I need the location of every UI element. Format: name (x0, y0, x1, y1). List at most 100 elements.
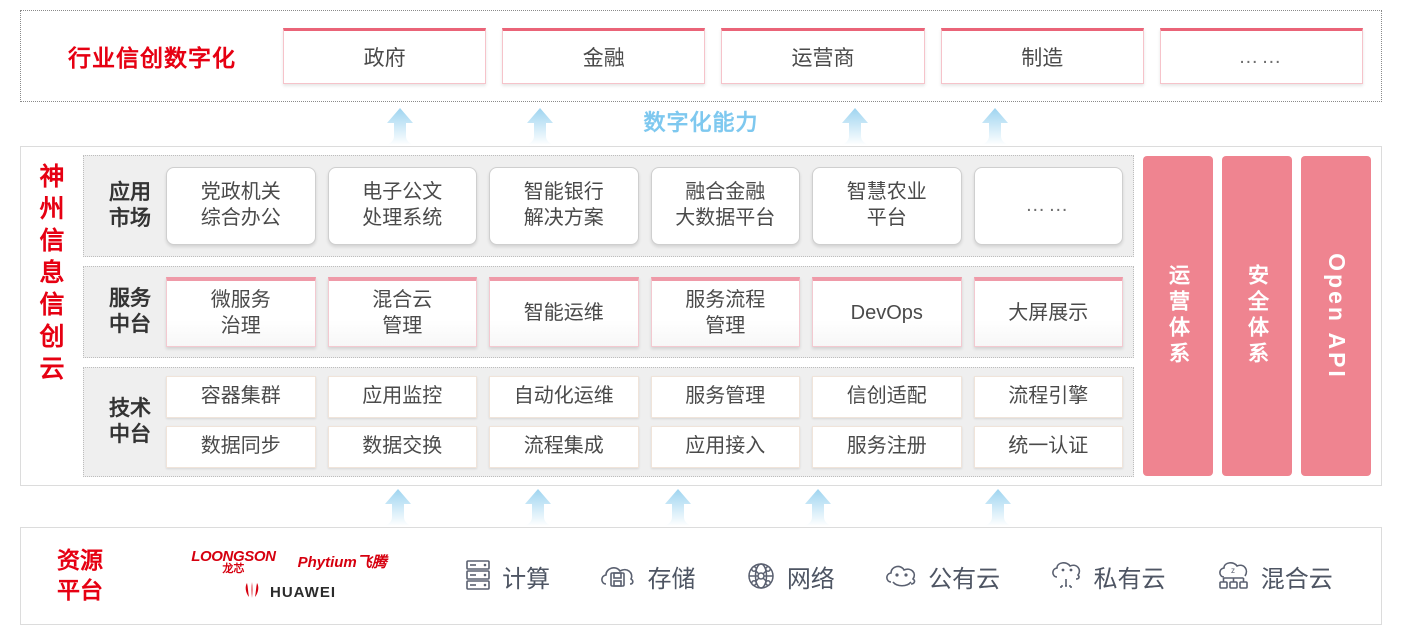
card-line-1: 融合金融 (675, 180, 775, 206)
card-line-2: 综合办公 (201, 206, 281, 232)
arrow-bottom-1 (518, 487, 558, 527)
resource-item-label: 网络 (787, 559, 835, 594)
vendor-logo-row-1: LOONGSON 龙芯 Phytium飞腾 (191, 549, 387, 575)
app-card-more[interactable]: …… (974, 167, 1124, 245)
band-label-line-1: 应用 (94, 180, 166, 206)
resource-item-label: 存储 (647, 559, 695, 594)
tech-card-app-monitoring[interactable]: 应用监控 (328, 376, 478, 418)
tech-card-row-2: 数据同步 数据交换 流程集成 应用接入 服务注册 统一认证 (166, 426, 1123, 468)
platform-title-char-4: 信 (39, 289, 64, 321)
industry-card-more[interactable]: …… (1160, 28, 1363, 84)
resource-item-list: 计算 存储 (439, 559, 1381, 594)
platform-title-char-2: 信 (39, 225, 64, 257)
industry-card-operator[interactable]: 运营商 (721, 28, 924, 84)
up-arrow-bottom-0 (378, 487, 418, 527)
pillar-operations-system[interactable]: 运营体系 (1143, 156, 1213, 476)
app-card-govt-office[interactable]: 党政机关综合办公 (166, 167, 316, 245)
pillar-label: 运营体系 (1166, 264, 1189, 368)
up-arrow-bottom-1 (518, 487, 558, 527)
tech-card-process-integration[interactable]: 流程集成 (489, 426, 639, 468)
resource-item-private-cloud[interactable]: 私有云 (1048, 559, 1165, 594)
resource-item-storage[interactable]: 存储 (598, 559, 695, 594)
app-market-card-list: 党政机关综合办公 电子公文处理系统 智能银行解决方案 融合金融大数据平台 智慧农 (166, 167, 1123, 245)
arrow-bottom-3 (798, 487, 838, 527)
card-line-1: 智能银行 (524, 180, 604, 206)
huawei-logo-text: HUAWEI (270, 584, 336, 601)
service-card-bigscreen-display[interactable]: 大屏展示 (974, 277, 1124, 347)
resource-platform: 资源 平台 LOONGSON 龙芯 Phytium飞腾 (20, 527, 1382, 625)
resource-item-compute[interactable]: 计算 (463, 559, 550, 594)
industry-card-list: 政府 金融 运营商 制造 …… (283, 28, 1381, 84)
industry-card-finance[interactable]: 金融 (502, 28, 705, 84)
service-card-intelligent-ops[interactable]: 智能运维 (489, 277, 639, 347)
hybrid-cloud-icon: z (1214, 560, 1252, 592)
resource-item-public-cloud[interactable]: 公有云 (883, 559, 1000, 594)
platform-bands: 应用 市场 党政机关综合办公 电子公文处理系统 智能银行解决方案 (83, 155, 1134, 477)
card-line-2: 解决方案 (524, 206, 604, 232)
tech-card-container-cluster[interactable]: 容器集群 (166, 376, 316, 418)
service-card-hybrid-cloud-mgmt[interactable]: 混合云管理 (328, 277, 478, 347)
tech-card-app-access[interactable]: 应用接入 (651, 426, 801, 468)
band-label-service-platform: 服务 中台 (94, 286, 166, 339)
service-card-microservice-governance[interactable]: 微服务治理 (166, 277, 316, 347)
card-line-1: 智慧农业 (847, 180, 927, 206)
network-icon (744, 560, 778, 592)
platform-title-char-5: 创 (39, 321, 64, 353)
band-tech-platform: 技术 中台 容器集群 应用监控 自动化运维 服务管理 信创适配 流程引擎 (83, 367, 1134, 477)
up-arrow-bottom-4 (978, 487, 1018, 527)
card-line-2: 管理 (685, 314, 765, 340)
platform-title-char-0: 神 (39, 161, 64, 193)
card-line-1: 服务流程 (685, 288, 765, 314)
resource-item-label: 计算 (502, 559, 550, 594)
service-card-devops[interactable]: DevOps (812, 277, 962, 347)
tech-card-xinchuang-adaptation[interactable]: 信创适配 (812, 376, 962, 418)
band-service-platform: 服务 中台 微服务治理 混合云管理 智能运维 服务流程管理 (83, 266, 1134, 358)
tech-card-process-engine[interactable]: 流程引擎 (974, 376, 1124, 418)
industry-card-government[interactable]: 政府 (283, 28, 486, 84)
arrow-bottom-2 (658, 487, 698, 527)
tech-card-row-1: 容器集群 应用监控 自动化运维 服务管理 信创适配 流程引擎 (166, 376, 1123, 418)
tech-card-service-registry[interactable]: 服务注册 (812, 426, 962, 468)
tech-card-automated-ops[interactable]: 自动化运维 (489, 376, 639, 418)
pillar-open-api[interactable]: Open API (1301, 156, 1371, 476)
app-card-finance-bigdata[interactable]: 融合金融大数据平台 (651, 167, 801, 245)
resource-item-hybrid-cloud[interactable]: z 混合云 (1214, 559, 1333, 594)
app-card-smart-bank[interactable]: 智能银行解决方案 (489, 167, 639, 245)
arrow-bottom-0 (378, 487, 418, 527)
tech-card-data-exchange[interactable]: 数据交换 (328, 426, 478, 468)
pillar-label: 安全体系 (1245, 264, 1268, 368)
tech-card-data-sync[interactable]: 数据同步 (166, 426, 316, 468)
resource-title-line-2: 平台 (21, 576, 139, 606)
tech-card-service-mgmt[interactable]: 服务管理 (651, 376, 801, 418)
loongson-logo: LOONGSON 龙芯 (191, 549, 275, 575)
tech-card-unified-auth[interactable]: 统一认证 (974, 426, 1124, 468)
resource-item-network[interactable]: 网络 (744, 559, 835, 594)
app-card-e-document[interactable]: 电子公文处理系统 (328, 167, 478, 245)
svg-text:z: z (1231, 566, 1235, 575)
up-arrow-bottom-3 (798, 487, 838, 527)
card-line-1: 混合云 (372, 288, 432, 314)
huawei-logo: HUAWEI (242, 581, 336, 604)
private-cloud-icon (1048, 560, 1084, 592)
service-card-process-mgmt[interactable]: 服务流程管理 (651, 277, 801, 347)
app-card-smart-agriculture[interactable]: 智慧农业平台 (812, 167, 962, 245)
up-arrow-bottom-2 (658, 487, 698, 527)
vendor-logo-row-2: HUAWEI (242, 581, 336, 604)
card-line-2: 大数据平台 (675, 206, 775, 232)
resource-item-label: 私有云 (1093, 559, 1165, 594)
card-line-1: 党政机关 (201, 180, 281, 206)
pillar-security-system[interactable]: 安全体系 (1222, 156, 1292, 476)
platform-body: 应用 市场 党政机关综合办公 电子公文处理系统 智能银行解决方案 (83, 147, 1381, 485)
band-label-line-2: 中台 (94, 422, 166, 448)
industry-card-manufacturing[interactable]: 制造 (941, 28, 1144, 84)
card-line-2: 处理系统 (362, 206, 442, 232)
band-app-market: 应用 市场 党政机关综合办公 电子公文处理系统 智能银行解决方案 (83, 155, 1134, 257)
band-label-app-market: 应用 市场 (94, 180, 166, 233)
card-line-1: 微服务 (211, 288, 271, 314)
cloud-storage-icon (598, 560, 638, 592)
platform-pillars: 运营体系 安全体系 Open API (1143, 155, 1371, 477)
loongson-logo-cn: 龙芯 (222, 564, 244, 575)
platform-title-char-1: 州 (39, 193, 64, 225)
public-cloud-icon (883, 561, 919, 591)
resource-item-label: 混合云 (1261, 559, 1333, 594)
